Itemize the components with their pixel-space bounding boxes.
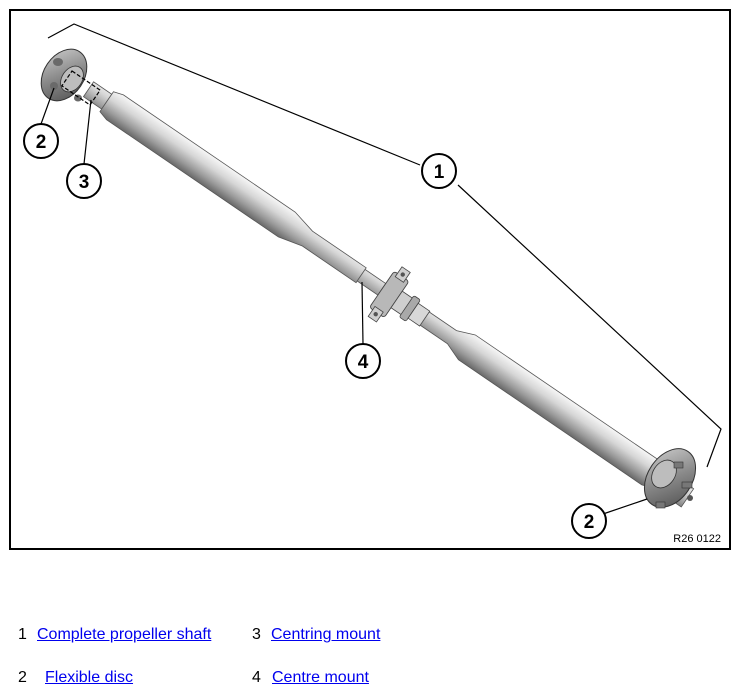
legend-link-centre-mount[interactable]: Centre mount — [272, 669, 369, 686]
callout-1: 1 — [421, 153, 457, 189]
callout-2-rear: 2 — [571, 503, 607, 539]
front-flexible-disc — [40, 48, 88, 102]
callout-1-bracket-right — [457, 184, 722, 468]
propeller-shaft-diagram: 1 2 2 3 4 — [23, 23, 722, 539]
universal-joint — [390, 290, 431, 327]
legend-number: 2 — [18, 669, 27, 686]
svg-text:1: 1 — [434, 162, 445, 183]
svg-text:2: 2 — [584, 512, 595, 533]
callout-3-leader — [83, 99, 92, 165]
legend-number: 1 — [18, 626, 27, 643]
legend-link-complete-propeller-shaft[interactable]: Complete propeller shaft — [37, 626, 212, 643]
callout-2a-leader — [40, 87, 55, 125]
legend-number: 4 — [252, 669, 261, 686]
propeller-shaft — [82, 81, 695, 508]
callout-4-leader — [361, 281, 364, 345]
callout-1-bracket — [47, 23, 421, 166]
legend-link-centring-mount[interactable]: Centring mount — [271, 626, 381, 643]
svg-text:4: 4 — [358, 352, 369, 373]
svg-text:2: 2 — [36, 132, 47, 153]
legend-number: 3 — [252, 626, 261, 643]
centring-mount-marker — [61, 70, 101, 106]
callout-2b-leader — [602, 498, 648, 515]
diagram-frame: 1 2 2 3 4 R26 0122 — [9, 9, 731, 550]
legend-link-flexible-disc[interactable]: Flexible disc — [45, 669, 134, 686]
rear-flexible-disc — [643, 448, 697, 509]
figure-reference-code: R26 0122 — [673, 533, 721, 545]
callout-3: 3 — [66, 163, 102, 199]
front-tube — [99, 91, 367, 284]
svg-text:3: 3 — [79, 172, 90, 193]
callout-2-front: 2 — [23, 123, 59, 159]
rear-tube — [419, 311, 695, 508]
callout-4: 4 — [345, 343, 381, 379]
